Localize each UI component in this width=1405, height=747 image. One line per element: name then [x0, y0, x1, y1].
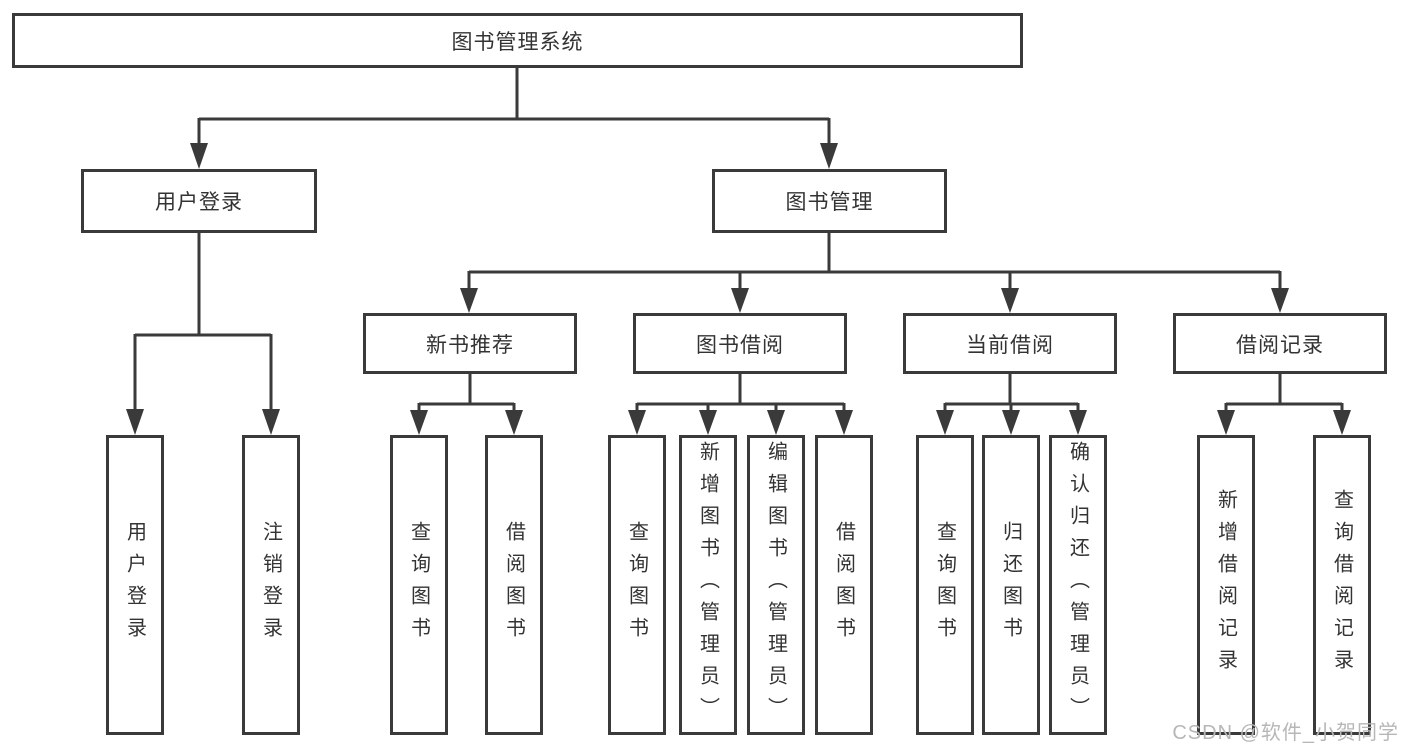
arrowheads [126, 143, 1351, 435]
leaf-query-books-current: 查询图书 [916, 435, 974, 735]
leaf-add-borrow-record: 新增借阅记录 [1197, 435, 1255, 735]
leaf-query-books-borrow: 查询图书 [608, 435, 666, 735]
leaf-query-books-recommend: 查询图书 [390, 435, 448, 735]
leaf-return-books: 归还图书 [982, 435, 1040, 735]
leaf-user-login: 用户登录 [106, 435, 164, 735]
node-borrow-records: 借阅记录 [1173, 313, 1387, 374]
node-book-borrow: 图书借阅 [633, 313, 847, 374]
leaf-query-borrow-record: 查询借阅记录 [1313, 435, 1371, 735]
leaf-add-books-admin: 新增图书（管理员） [679, 435, 737, 735]
leaf-confirm-return-admin: 确认归还（管理员） [1049, 435, 1107, 735]
node-new-book-recommend: 新书推荐 [363, 313, 577, 374]
leaf-borrow-books-recommend: 借阅图书 [485, 435, 543, 735]
node-root-system: 图书管理系统 [12, 13, 1023, 68]
leaf-edit-books-admin: 编辑图书（管理员） [747, 435, 805, 735]
node-book-management: 图书管理 [712, 169, 947, 233]
node-user-login: 用户登录 [81, 169, 317, 233]
leaf-borrow-books: 借阅图书 [815, 435, 873, 735]
leaf-logout: 注销登录 [242, 435, 300, 735]
csdn-watermark: CSDN @软件_小贺同学 [1172, 722, 1399, 744]
node-current-borrow: 当前借阅 [903, 313, 1117, 374]
